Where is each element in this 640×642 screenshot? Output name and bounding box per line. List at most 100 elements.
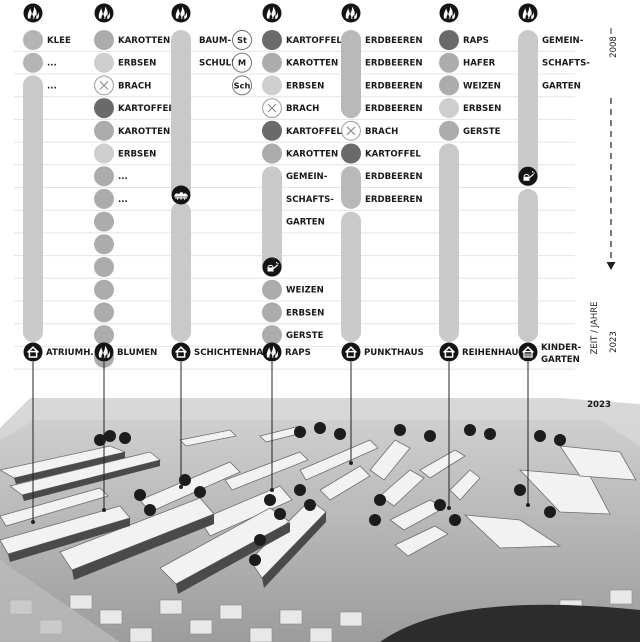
model-building-block bbox=[518, 469, 611, 515]
model-tree bbox=[374, 494, 386, 506]
building-type-label: BLUMEN bbox=[117, 348, 157, 358]
leader-dot bbox=[270, 488, 274, 492]
duration-bar bbox=[23, 75, 43, 343]
model-tree bbox=[464, 424, 476, 436]
flame-icon bbox=[94, 342, 114, 362]
crop-label: ... bbox=[118, 195, 128, 205]
model-building-block bbox=[224, 451, 309, 491]
model-tree bbox=[369, 514, 381, 526]
crop-label: KAROTTEN bbox=[118, 127, 170, 137]
crop-circle bbox=[94, 257, 114, 277]
crop-label: KARTOFFEL bbox=[365, 150, 421, 160]
flame-icon bbox=[341, 3, 361, 23]
flame-icon bbox=[518, 3, 538, 23]
crop-circle bbox=[262, 143, 282, 164]
leader-dot bbox=[526, 503, 530, 507]
tree-size-badge bbox=[232, 52, 252, 73]
crop-label: ERDBEEREN bbox=[365, 172, 423, 182]
photo-foreground-shadow bbox=[380, 604, 640, 642]
model-tree bbox=[484, 428, 496, 440]
model-tree bbox=[134, 489, 146, 501]
model-house bbox=[339, 611, 363, 627]
photo-foreground-houses-area bbox=[0, 560, 120, 642]
leader-dot bbox=[447, 506, 451, 510]
model-building-block bbox=[449, 469, 481, 501]
watering-can-icon bbox=[262, 257, 282, 277]
model-house bbox=[69, 594, 93, 610]
garden-label: GEMEIN- bbox=[542, 36, 584, 46]
photo-year: 2023 bbox=[587, 400, 611, 410]
model-tree bbox=[304, 499, 316, 511]
axis-start-year: 2008 bbox=[609, 36, 619, 58]
model-tree bbox=[194, 486, 206, 498]
crop-label: ERBSEN bbox=[463, 104, 501, 114]
tree-size-label: M bbox=[238, 58, 246, 68]
kindergarten-icon bbox=[518, 342, 538, 362]
building-type-label: SCHICHTENHAUS bbox=[194, 348, 276, 358]
crop-circle bbox=[262, 302, 282, 323]
crop-circle bbox=[262, 75, 282, 96]
crop-circle bbox=[439, 98, 459, 119]
crop-circle bbox=[341, 143, 361, 164]
garden-label: GEMEIN- bbox=[286, 172, 328, 182]
crop-label: KARTOFFELN bbox=[286, 127, 349, 137]
garden-label: GARTEN bbox=[286, 218, 325, 228]
garden-label: GARTEN bbox=[542, 81, 581, 91]
crop-circle bbox=[94, 30, 114, 50]
model-building-block bbox=[559, 445, 637, 481]
flame-icon bbox=[171, 3, 191, 23]
crop-label: RAPS bbox=[463, 36, 489, 46]
leader-dot bbox=[102, 508, 106, 512]
model-tree bbox=[449, 514, 461, 526]
model-building-shadow bbox=[72, 514, 214, 580]
row-grid bbox=[14, 50, 575, 370]
crop-label: KAROTTEN bbox=[286, 59, 338, 69]
building-type-label: REIHENHAUS bbox=[462, 348, 525, 358]
model-house bbox=[159, 599, 183, 615]
crop-circle bbox=[23, 30, 43, 50]
crop-circle bbox=[262, 325, 282, 346]
duration-bar bbox=[518, 188, 538, 342]
crop-circle bbox=[262, 279, 282, 300]
crop-circle bbox=[439, 30, 459, 50]
crop-circle bbox=[262, 52, 282, 73]
model-trees bbox=[94, 422, 566, 566]
duration-bar bbox=[171, 30, 191, 200]
model-tree bbox=[294, 426, 306, 438]
duration-bar bbox=[518, 30, 538, 187]
brach-x-mark bbox=[99, 81, 109, 90]
crop-label: ... bbox=[47, 59, 57, 69]
model-building-block bbox=[369, 439, 411, 481]
duration-bar bbox=[262, 166, 282, 277]
axis-label: ZEIT / JAHRE bbox=[590, 301, 600, 354]
model-tree bbox=[554, 434, 566, 446]
model-building-block bbox=[0, 487, 109, 527]
crop-label: ERBSEN bbox=[286, 81, 324, 91]
crop-label: KAROTTEN bbox=[286, 150, 338, 160]
brach-x-mark bbox=[346, 126, 356, 136]
leader-lines bbox=[31, 362, 530, 524]
model-house bbox=[129, 627, 153, 642]
nursery-label: BAUM- bbox=[199, 36, 231, 46]
crop-label: BRACH bbox=[286, 104, 319, 114]
building-type-label: GARTEN bbox=[541, 355, 580, 365]
building-type-label: KINDER- bbox=[541, 343, 582, 353]
crop-circle bbox=[94, 166, 114, 187]
crop-label: WEIZEN bbox=[286, 286, 324, 296]
timeline-column: KAROTTENERBSENBRACHKARTOFFELNKAROTTENERB… bbox=[94, 30, 181, 368]
crop-label: ERDBEEREN bbox=[365, 104, 423, 114]
crop-label: KARTOFFELN bbox=[286, 36, 349, 46]
crop-circle bbox=[439, 75, 459, 96]
model-tree bbox=[264, 494, 276, 506]
model-buildings bbox=[0, 425, 637, 642]
crop-circle bbox=[94, 52, 114, 73]
nursery-label: SCHULE bbox=[199, 59, 237, 69]
time-axis: 2008 ZEIT / JAHRE 2023 bbox=[590, 28, 619, 355]
crop-label: ERDBEEREN bbox=[365, 81, 423, 91]
crop-circle bbox=[94, 188, 114, 209]
watering-can-icon bbox=[518, 166, 538, 187]
crop-circle bbox=[94, 234, 114, 255]
model-building-shadow bbox=[22, 460, 160, 501]
